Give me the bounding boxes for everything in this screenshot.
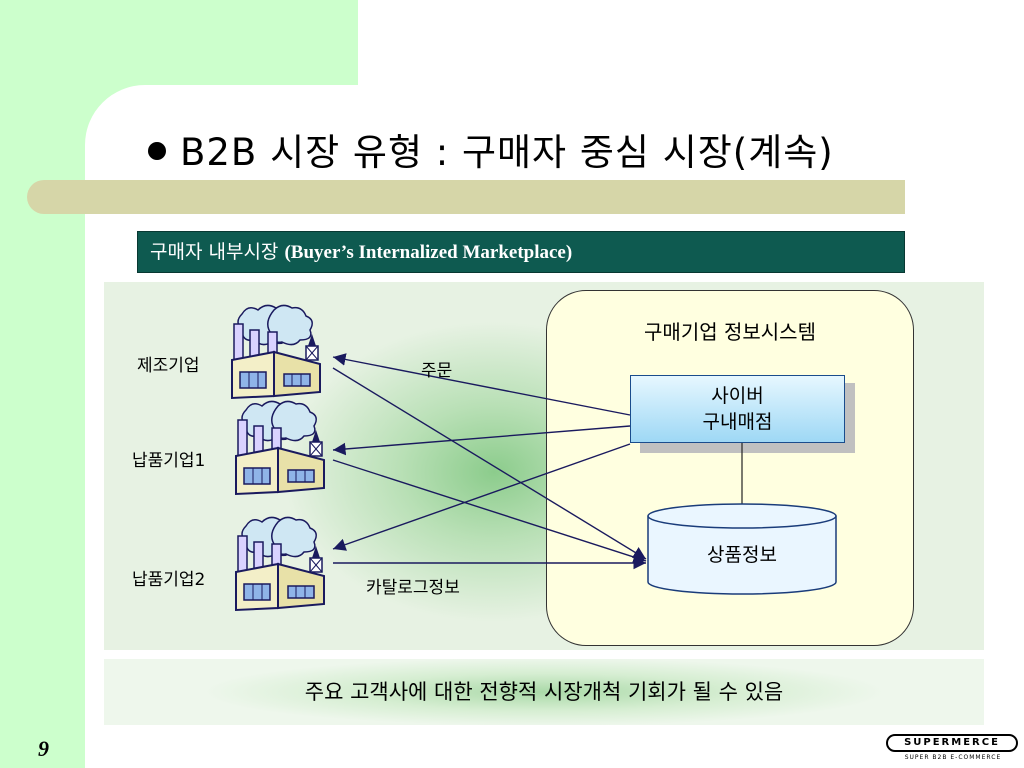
product-db-label: 상품정보 bbox=[707, 544, 777, 566]
slide-title: B2B 시장 유형 : 구매자 중심 시장(계속) bbox=[148, 122, 834, 176]
page-number: 9 bbox=[38, 736, 49, 761]
factory-icon-manufacturer bbox=[231, 304, 321, 399]
logo-tagline: SUPER B2B E-COMMERCE bbox=[904, 754, 1002, 761]
cyber-store-line1: 사이버 bbox=[711, 385, 764, 407]
factory-icon-supplier1 bbox=[235, 400, 325, 495]
supplier-label-supplier2: 납품기업2 bbox=[132, 570, 206, 590]
subtitle-korean: 구매자 내부시장 bbox=[150, 241, 279, 263]
subtitle-english: (Buyer’s Internalized Marketplace) bbox=[284, 242, 573, 263]
logo-name: SUPERMERCE bbox=[886, 734, 1018, 752]
bullet-icon bbox=[148, 141, 166, 160]
catalog-arrow-supplier1 bbox=[332, 459, 647, 564]
cyber-store-box: 사이버 구내매점 bbox=[630, 375, 845, 443]
catalog-arrow-manufacturer bbox=[332, 367, 647, 560]
product-db-cylinder bbox=[647, 503, 837, 595]
supplier-label-manufacturer: 제조기업 bbox=[137, 356, 200, 376]
footer-message-box: 주요 고객사에 대한 전향적 시장개척 기회가 될 수 있음 bbox=[104, 659, 984, 725]
order-arrow-manufacturer bbox=[332, 353, 631, 416]
title-underline-bar bbox=[27, 180, 905, 214]
cyber-store-line2: 구내매점 bbox=[702, 411, 773, 433]
catalog-label: 카탈로그정보 bbox=[366, 578, 460, 598]
factory-icon-supplier2 bbox=[235, 516, 325, 611]
footer-message-text: 주요 고객사에 대한 전향적 시장개척 기회가 될 수 있음 bbox=[304, 680, 784, 704]
background-green-strip bbox=[0, 182, 85, 768]
order-arrow-supplier2 bbox=[332, 443, 631, 551]
slide-title-text: B2B 시장 유형 : 구매자 중심 시장(계속) bbox=[180, 131, 834, 174]
subtitle-box: 구매자 내부시장 (Buyer’s Internalized Marketpla… bbox=[137, 231, 905, 273]
order-arrow-supplier1 bbox=[332, 425, 631, 456]
supermerce-logo: SUPERMERCE SUPER B2B E-COMMERCE bbox=[886, 734, 1020, 764]
order-label: 주문 bbox=[421, 361, 453, 381]
buyer-system-title: 구매기업 정보시스템 bbox=[644, 320, 816, 344]
supplier-label-supplier1: 납품기업1 bbox=[132, 451, 206, 471]
